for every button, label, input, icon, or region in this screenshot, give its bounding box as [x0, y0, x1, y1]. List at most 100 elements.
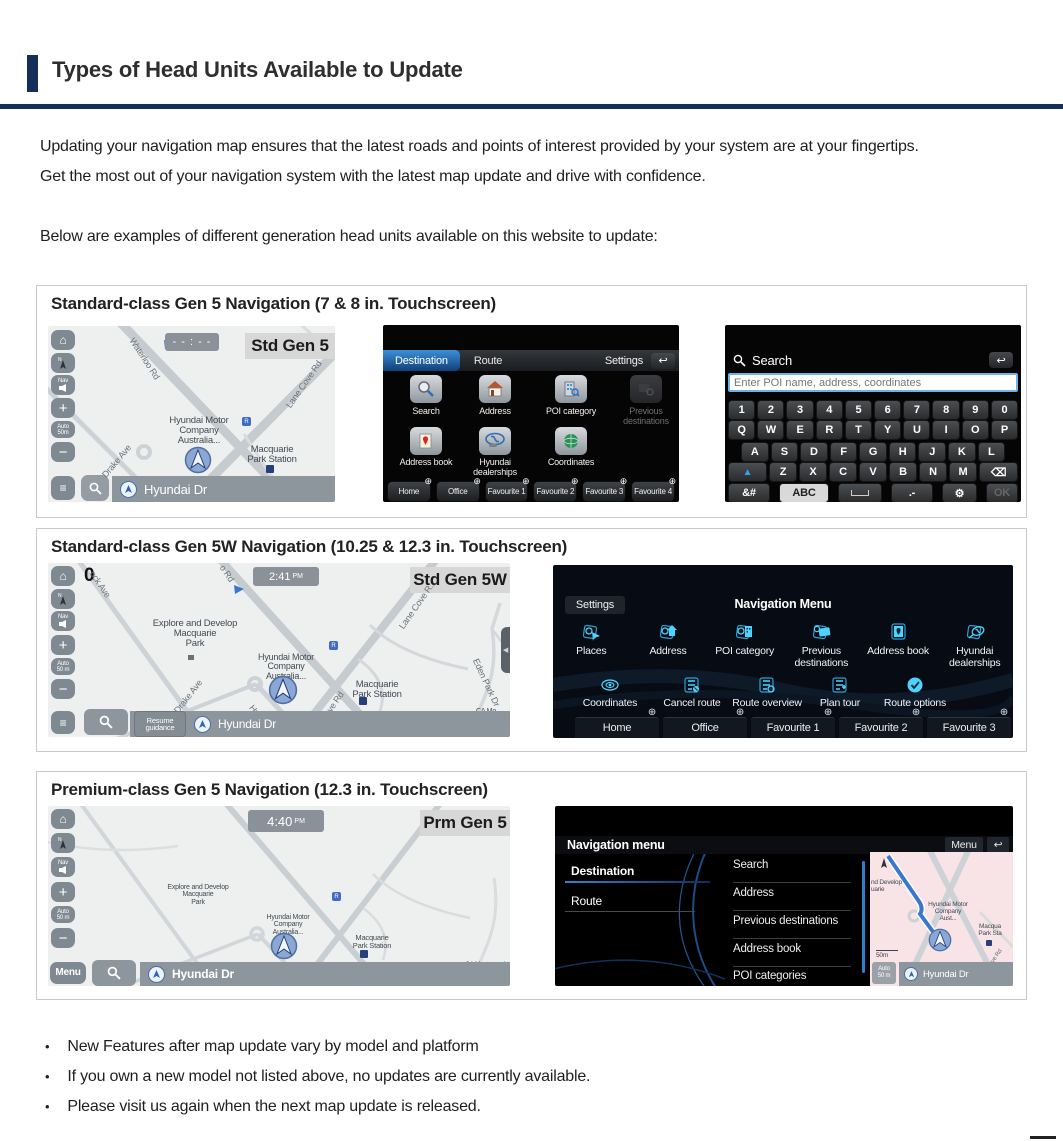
map-search-button[interactable]: [92, 960, 136, 986]
previous-destinations-icon[interactable]: [811, 621, 833, 643]
auto-zoom-button[interactable]: Auto 50 m: [51, 658, 75, 675]
menu-item-route[interactable]: Route: [571, 894, 603, 908]
zoom-in-button[interactable]: +: [51, 398, 75, 418]
keyboard-key[interactable]: M: [949, 462, 977, 482]
keyboard-key[interactable]: D: [800, 442, 828, 462]
backspace-key[interactable]: ⌫: [979, 462, 1018, 482]
settings-button[interactable]: Settings: [604, 354, 643, 367]
previous-destinations-menu-button[interactable]: [630, 375, 662, 403]
zoom-out-button[interactable]: −: [51, 679, 75, 699]
auto-zoom-button[interactable]: Auto 50 m: [51, 906, 75, 923]
zoom-in-button[interactable]: +: [51, 882, 75, 902]
keyboard-key[interactable]: A: [741, 442, 769, 462]
tab-destination[interactable]: Destination: [383, 350, 460, 371]
keyboard-key[interactable]: Q: [728, 420, 756, 440]
submenu-address[interactable]: Address: [733, 887, 851, 911]
punctuation-key[interactable]: .-: [891, 483, 933, 502]
favorite-preset-button[interactable]: ⊕Favourite 1: [484, 476, 530, 502]
nav-volume-button[interactable]: Nav: [51, 375, 75, 395]
search-menu-button[interactable]: [410, 375, 442, 403]
keyboard-key[interactable]: 9: [961, 400, 989, 420]
side-panel-handle[interactable]: ◀: [501, 627, 510, 673]
keyboard-key[interactable]: R: [815, 420, 843, 440]
poi-category-menu-button[interactable]: [555, 375, 587, 403]
favorite-preset-button[interactable]: ⊕Office: [663, 707, 747, 738]
plan-tour-icon[interactable]: [829, 674, 851, 696]
favorite-preset-button[interactable]: ⊕Office: [435, 476, 481, 502]
keyboard-key[interactable]: U: [903, 420, 931, 440]
favorite-preset-button[interactable]: ⊕Home: [575, 707, 659, 738]
keyboard-key[interactable]: 8: [932, 400, 960, 420]
keyboard-key[interactable]: E: [786, 420, 814, 440]
map-menu-button[interactable]: ≡: [51, 711, 75, 734]
keyboard-key[interactable]: 2: [757, 400, 785, 420]
keyboard-key[interactable]: X: [799, 462, 827, 482]
resume-guidance-button[interactable]: Resume guidance: [134, 711, 186, 737]
home-button[interactable]: ⌂: [51, 330, 75, 350]
keyboard-key[interactable]: 1: [728, 400, 756, 420]
menu-item-destination[interactable]: Destination: [571, 864, 635, 878]
poi-category-icon[interactable]: [734, 621, 756, 643]
symbols-key[interactable]: &#: [728, 483, 770, 502]
nav-volume-button[interactable]: Nav: [51, 611, 75, 631]
keyboard-key[interactable]: L: [977, 442, 1006, 462]
keyboard-key[interactable]: 0: [990, 400, 1019, 420]
keyboard-settings-key[interactable]: ⚙: [942, 483, 977, 502]
address-menu-button[interactable]: [479, 375, 511, 403]
favorite-preset-button[interactable]: ⊕Favourite 2: [839, 707, 923, 738]
zoom-out-button[interactable]: −: [51, 442, 75, 462]
keyboard-key[interactable]: W: [757, 420, 785, 440]
home-button[interactable]: ⌂: [51, 566, 75, 586]
keyboard-key[interactable]: Y: [874, 420, 902, 440]
keyboard-key[interactable]: I: [932, 420, 960, 440]
auto-zoom-button[interactable]: Auto 50m: [51, 421, 75, 438]
route-options-icon[interactable]: [904, 674, 926, 696]
keyboard-key[interactable]: 4: [815, 400, 843, 420]
map-search-button[interactable]: [84, 709, 128, 735]
keyboard-key[interactable]: H: [888, 442, 917, 462]
tab-route[interactable]: Route: [473, 354, 503, 367]
places-icon[interactable]: [581, 621, 603, 643]
nav-volume-button[interactable]: Nav: [51, 857, 75, 877]
submenu-address-book[interactable]: Address book: [733, 943, 851, 967]
keyboard-key[interactable]: G: [859, 442, 887, 462]
zoom-out-button[interactable]: −: [51, 928, 75, 948]
submenu-search[interactable]: Search: [733, 859, 851, 883]
keyboard-key[interactable]: F: [829, 442, 858, 462]
keyboard-key[interactable]: 5: [844, 400, 873, 420]
keyboard-key[interactable]: N: [919, 462, 947, 482]
submenu-scrollbar[interactable]: [862, 861, 865, 973]
coordinates-menu-button[interactable]: [555, 427, 587, 455]
address-book-icon[interactable]: [888, 621, 910, 643]
map-menu-button[interactable]: Menu: [50, 962, 86, 984]
keyboard-key[interactable]: 6: [874, 400, 902, 420]
route-overview-icon[interactable]: [756, 674, 778, 696]
keyboard-key[interactable]: S: [770, 442, 799, 462]
space-key[interactable]: [838, 483, 882, 502]
keyboard-key[interactable]: K: [947, 442, 976, 462]
hyundai-dealerships-icon[interactable]: [965, 621, 987, 643]
keyboard-key[interactable]: T: [844, 420, 873, 440]
cancel-route-icon[interactable]: [681, 674, 703, 696]
keyboard-key[interactable]: Z: [769, 462, 797, 482]
back-button[interactable]: ↩: [989, 352, 1013, 368]
keyboard-key[interactable]: V: [859, 462, 887, 482]
keyboard-key[interactable]: 3: [786, 400, 814, 420]
abc-key[interactable]: ABC: [779, 483, 829, 502]
compass-button[interactable]: N: [51, 353, 75, 373]
map-search-button[interactable]: [81, 475, 109, 501]
address-icon[interactable]: [658, 621, 680, 643]
keyboard-key[interactable]: B: [889, 462, 917, 482]
address-book-menu-button[interactable]: [410, 427, 442, 455]
home-button[interactable]: ⌂: [51, 809, 75, 829]
back-button[interactable]: ↩: [651, 352, 675, 369]
keyboard-key[interactable]: P: [990, 420, 1019, 440]
favorite-preset-button[interactable]: ⊕Favourite 4: [631, 476, 676, 502]
favorite-preset-button[interactable]: ⊕Favourite 3: [927, 707, 1011, 738]
settings-button[interactable]: Settings: [565, 596, 625, 614]
coordinates-icon[interactable]: [599, 674, 621, 696]
back-button[interactable]: ↩: [987, 837, 1009, 853]
keyboard-key[interactable]: C: [829, 462, 857, 482]
hyundai-dealerships-menu-button[interactable]: [479, 427, 511, 455]
compass-button[interactable]: N: [51, 833, 75, 853]
